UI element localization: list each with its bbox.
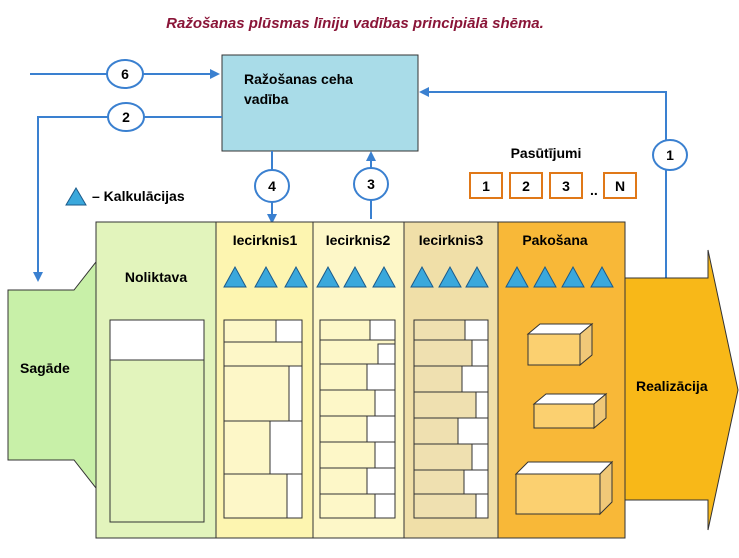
order-box-n-label: N — [615, 178, 625, 194]
flow-number-2: 2 — [107, 102, 145, 132]
package-box-icon — [532, 392, 608, 430]
flow-number-6-label: 6 — [121, 66, 129, 82]
triangle-icon — [465, 265, 489, 288]
triangle-icon — [316, 265, 340, 288]
flow-arrow-2 — [33, 116, 222, 282]
triangle-icon — [284, 265, 308, 288]
flow-number-6: 6 — [106, 59, 144, 89]
section2-stack — [319, 319, 396, 519]
triangle-icon — [65, 187, 87, 206]
triangle-icon — [533, 265, 557, 288]
triangle-icon — [590, 265, 614, 288]
management-label-line2: vadība — [244, 91, 289, 107]
flow-arrow-1 — [419, 87, 667, 278]
orders-label: Pasūtījumi — [511, 145, 582, 161]
orders-ellipsis: .. — [590, 182, 598, 198]
order-box-1-label: 1 — [482, 178, 490, 194]
triangle-icon — [438, 265, 462, 288]
section1-stack — [223, 319, 303, 519]
sales-arrow — [619, 249, 739, 531]
flow-number-1: 1 — [652, 139, 688, 171]
order-box-2: 2 — [509, 172, 543, 199]
flow-number-3-label: 3 — [367, 176, 375, 192]
triangle-icon — [561, 265, 585, 288]
order-box-n: N — [603, 172, 637, 199]
package-box-icon — [514, 460, 614, 516]
management-label-line1: Ražošanas ceha — [244, 71, 353, 87]
flow-number-3: 3 — [353, 167, 389, 201]
packing-calculations — [505, 265, 614, 288]
flow-number-1-label: 1 — [666, 147, 674, 163]
flow-number-4-label: 4 — [268, 178, 276, 194]
order-box-1: 1 — [469, 172, 503, 199]
section1-calculations — [223, 265, 308, 288]
flow-number-4: 4 — [254, 169, 290, 203]
warehouse-storage — [109, 319, 205, 523]
triangle-icon — [254, 265, 278, 288]
section1-label: Iecirknis1 — [233, 232, 298, 248]
triangle-icon — [223, 265, 247, 288]
warehouse-label: Noliktava — [125, 269, 187, 285]
diagram-title: Ražošanas plūsmas līniju vadības princip… — [166, 15, 544, 32]
section3-stack — [413, 319, 489, 519]
flow-number-2-label: 2 — [122, 109, 130, 125]
triangle-icon — [505, 265, 529, 288]
management-box — [221, 54, 419, 152]
triangle-icon — [343, 265, 367, 288]
package-box-icon — [526, 322, 594, 367]
sales-label: Realizācija — [636, 378, 708, 394]
section2-calculations — [316, 265, 396, 288]
triangle-icon — [372, 265, 396, 288]
section3-label: Iecirknis3 — [419, 232, 484, 248]
section2-label: Iecirknis2 — [326, 232, 391, 248]
legend-label: – Kalkulācijas — [92, 188, 185, 204]
order-box-3-label: 3 — [562, 178, 570, 194]
packing-label: Pakošana — [522, 232, 588, 248]
order-box-3: 3 — [549, 172, 583, 199]
triangle-icon — [410, 265, 434, 288]
section3-calculations — [410, 265, 489, 288]
supply-label: Sagāde — [20, 360, 70, 376]
order-box-2-label: 2 — [522, 178, 530, 194]
